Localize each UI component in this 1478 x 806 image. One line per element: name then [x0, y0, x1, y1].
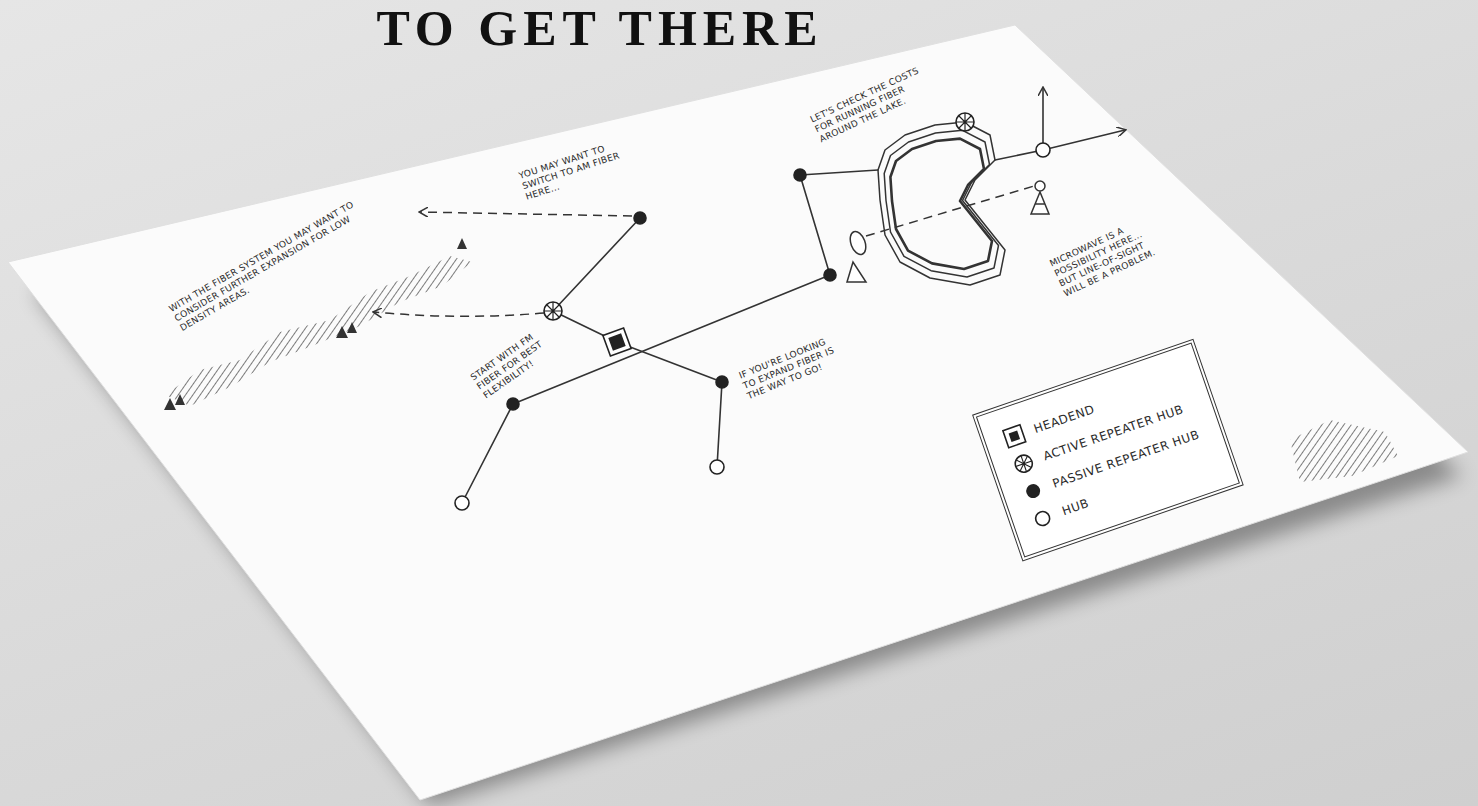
arrow-line — [1042, 88, 1044, 150]
fiber-line — [717, 382, 722, 467]
annotation-note: YOU MAY WANT TO SWITCH TO AM FIBER HERE.… — [518, 137, 633, 202]
lake-ring — [884, 130, 998, 277]
active-hub — [956, 113, 974, 131]
paper-sheet — [8, 25, 1468, 800]
annotation-note: IF YOU'RE LOOKING TO EXPAND FIBER IS THE… — [737, 334, 842, 402]
passive-hub — [507, 398, 519, 410]
microwave-tower — [1031, 181, 1049, 214]
tree-symbol — [457, 238, 467, 249]
scribble-area — [1290, 420, 1398, 482]
tree-symbol — [336, 322, 357, 338]
tower-symbol — [1031, 192, 1049, 214]
annotation-note: MICROWAVE IS A POSSIBILITY HERE... BUT L… — [1048, 211, 1172, 300]
hub — [1036, 143, 1050, 157]
tree-symbols — [164, 238, 467, 410]
passive-hub — [794, 169, 806, 181]
hub — [710, 460, 724, 474]
dashed-arrow — [420, 212, 632, 216]
fiber-line — [800, 170, 878, 175]
hub-symbols — [455, 113, 1050, 510]
active-hub-symbol — [1010, 450, 1038, 478]
annotation-note: LET'S CHECK THE COSTS FOR RUNNING FIBER … — [809, 65, 932, 146]
fiber-line — [617, 342, 722, 382]
fiber-line — [553, 218, 640, 311]
lake-outline — [878, 122, 1005, 285]
dashed-arrow — [374, 312, 544, 316]
dish-mount — [847, 262, 866, 282]
fiber-lines — [462, 88, 1125, 503]
annotation-note: WITH THE FIBER SYSTEM YOU MAY WANT TO CO… — [167, 190, 383, 334]
legend-label: PASSIVE REPEATER HUB — [1051, 427, 1201, 490]
fiber-line — [462, 404, 513, 503]
lake-ring — [878, 122, 1005, 285]
legend-box: HEADENDACTIVE REPEATER HUBPASSIVE REPEAT… — [972, 339, 1244, 562]
legend-label: HEADEND — [1032, 402, 1096, 436]
planned-lines — [374, 186, 1034, 316]
passive-hub — [634, 212, 646, 224]
page-title: TO GET THERE — [0, 0, 1200, 56]
passive-hub — [824, 269, 836, 281]
active-hub — [544, 302, 562, 320]
annotation-note: START WITH FM FIBER FOR BEST FLEXIBILITY… — [469, 323, 562, 402]
microwave-path — [866, 186, 1034, 236]
headend-symbol — [603, 328, 631, 356]
arrow-line — [1043, 130, 1125, 150]
hub-symbol — [1029, 505, 1057, 533]
tree-symbol — [164, 394, 185, 410]
passive-hub — [716, 376, 728, 388]
passive-hub-symbol — [1019, 477, 1047, 505]
headend-symbol — [1000, 422, 1028, 450]
lake-shore — [890, 139, 992, 269]
microwave-dish — [847, 229, 869, 282]
dish-symbol — [847, 229, 868, 256]
tower-dish — [1035, 181, 1045, 191]
hub — [455, 496, 469, 510]
fiber-line — [800, 175, 830, 275]
legend-label: HUB — [1060, 496, 1091, 518]
